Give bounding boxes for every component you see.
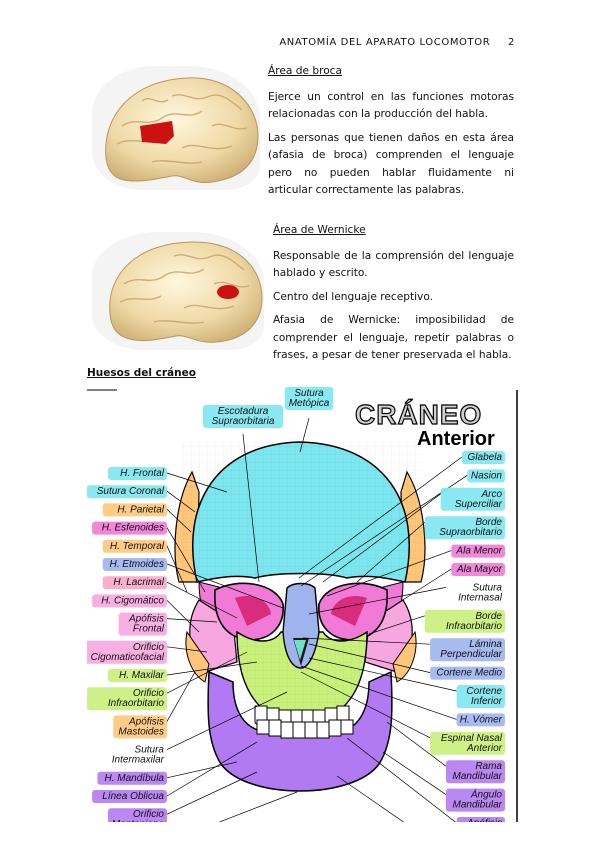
skull-section-title: Huesos del cráneo — [87, 367, 196, 379]
wernicke-text: Área de Wernicke Responsable de la compr… — [273, 222, 514, 371]
skull-label-ala-menor: Ala Menor — [451, 544, 505, 558]
skull-label-h-maxilar: H. Maxilar — [108, 669, 167, 682]
skull-label-h-vomer: H. Vómer — [456, 713, 505, 727]
skull-label-linea-oblicua: Línea Oblicua — [92, 790, 167, 803]
svg-text:H. Esfenoides: H. Esfenoides — [102, 523, 164, 534]
skull-diagram: CRÁNEO Anterior — [76, 382, 522, 848]
skull-label-glabela: Glabela — [461, 451, 505, 464]
svg-text:H. Temporal: H. Temporal — [110, 541, 165, 552]
wernicke-title: Área de Wernicke — [273, 224, 366, 236]
skull-label-ala-mayor: Ala Mayor — [451, 563, 505, 576]
svg-text:H. Lacrimal: H. Lacrimal — [113, 577, 164, 588]
svg-text:Nasion: Nasion — [471, 470, 503, 481]
wernicke-brain-image — [92, 232, 264, 350]
svg-text:H. Vómer: H. Vómer — [460, 714, 503, 725]
svg-text:H. Mandíbula: H. Mandíbula — [105, 773, 165, 784]
skull-label-h-etmoides: H. Etmoides — [102, 558, 167, 571]
skull-label-cortene-medio: Cortene Medio — [430, 666, 505, 680]
broca-paragraph-2: Las personas que tienen daños en esta ár… — [268, 131, 514, 197]
skull-title: CRÁNEO — [355, 399, 482, 430]
skull-label-h-esfenoides: H. Esfenoides — [92, 521, 167, 535]
svg-text:Sutura Coronal: Sutura Coronal — [97, 486, 165, 497]
skull-label-sutura-coronal: Sutura Coronal — [86, 485, 167, 499]
wernicke-paragraph-2: Centro del lenguaje receptivo. — [273, 290, 433, 303]
svg-text:H. Cigomático: H. Cigomático — [101, 595, 164, 606]
skull-label-apofisis-alveolar: ApófisisAlveolar — [456, 817, 505, 840]
svg-text:Glabela: Glabela — [468, 452, 503, 463]
broca-brain-image — [92, 66, 260, 190]
broca-text: Área de broca Ejerce un control en las f… — [268, 63, 514, 206]
skull-label-orificio-mentoniano: OrificioMentoniano — [108, 808, 167, 832]
skull-label-h-mandibula: H. Mandíbula — [97, 771, 167, 785]
svg-text:H. Etmoides: H. Etmoides — [110, 559, 164, 570]
skull-label-h-lacrimal: H. Lacrimal — [102, 576, 167, 590]
broca-paragraph-1: Ejerce un control en las funciones motor… — [268, 90, 514, 121]
wernicke-paragraph-3: Afasia de Wernicke: imposibilidad de com… — [273, 314, 514, 361]
running-header: ANATOMÍA DEL APARATO LOCOMOTOR 2 — [279, 37, 515, 48]
skull-label-h-frontal: H. Frontal — [108, 467, 167, 480]
skull-label-h-cigomatico: H. Cigomático — [92, 594, 167, 608]
svg-text:H. Parietal: H. Parietal — [117, 504, 164, 515]
broca-area-mark — [140, 121, 174, 144]
page-number: 2 — [508, 37, 515, 48]
header-title: ANATOMÍA DEL APARATO LOCOMOTOR — [279, 37, 491, 48]
wernicke-area-mark — [217, 285, 239, 299]
svg-text:H. Maxilar: H. Maxilar — [119, 670, 165, 681]
svg-text:Línea Oblicua: Línea Oblicua — [102, 791, 164, 802]
svg-text:H. Frontal: H. Frontal — [120, 468, 165, 479]
skull-label-h-parietal: H. Parietal — [102, 503, 167, 517]
broca-title: Área de broca — [268, 65, 343, 77]
svg-text:ApófisisAlveolar: ApófisisAlveolar — [465, 818, 503, 822]
svg-text:Ala Mayor: Ala Mayor — [456, 564, 503, 575]
svg-text:Cortene Medio: Cortene Medio — [436, 668, 502, 679]
skull-label-h-temporal: H. Temporal — [102, 539, 167, 553]
wernicke-paragraph-1: Responsable de la comprensión del lengua… — [273, 249, 514, 280]
svg-text:Ala Menor: Ala Menor — [455, 546, 502, 557]
skull-label-nasion: Nasion — [467, 469, 505, 483]
skull-subtitle: Anterior — [417, 428, 495, 450]
